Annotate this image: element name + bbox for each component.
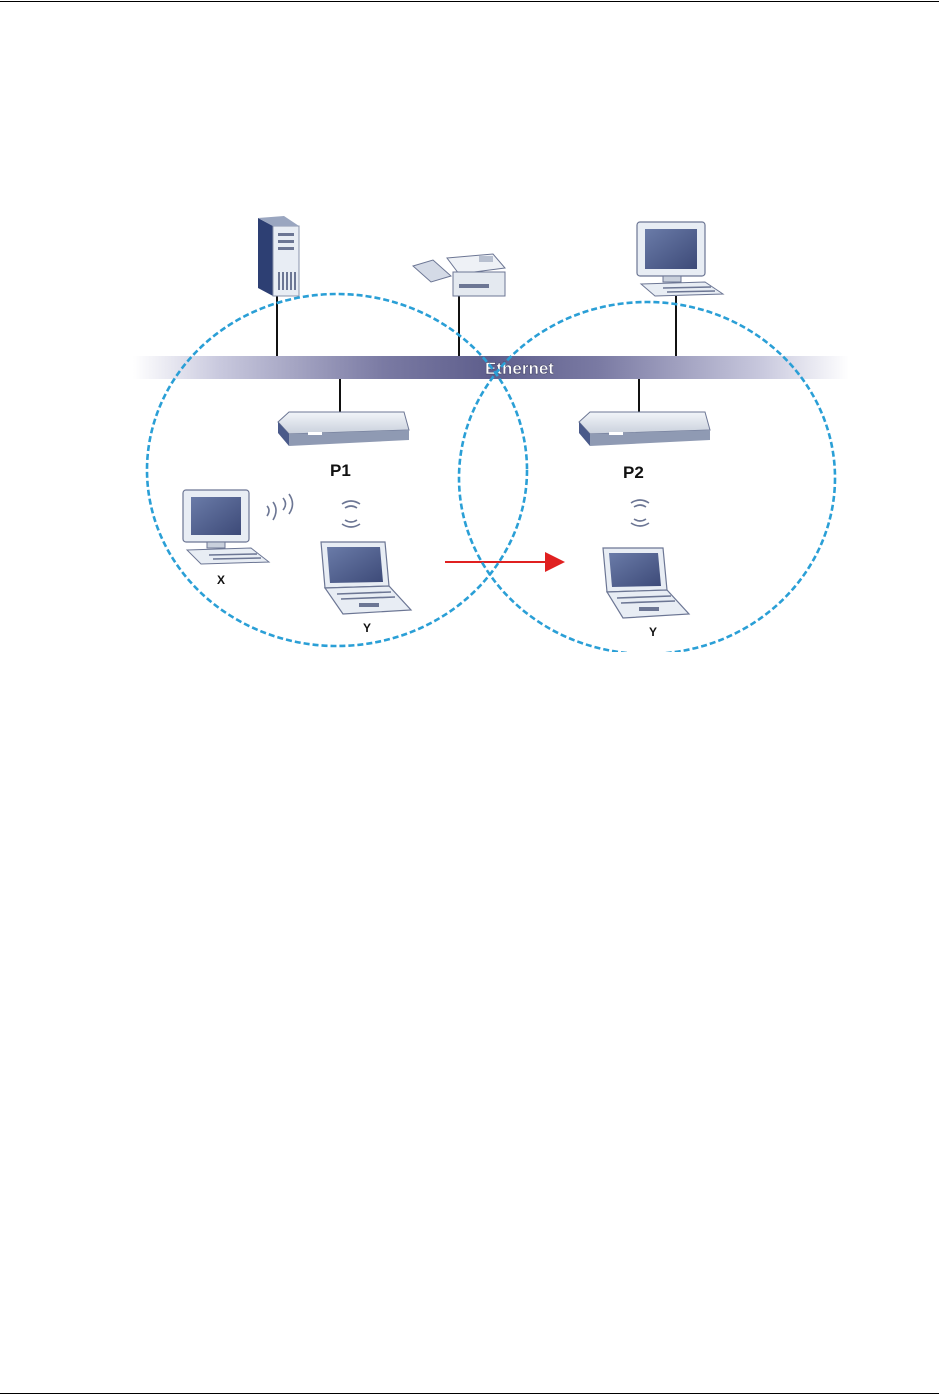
roaming-diagram: Ethernet P1 xyxy=(133,216,849,652)
footer-rule xyxy=(0,1393,939,1394)
wireless-signal-icon-y1 xyxy=(342,501,360,527)
network-cables xyxy=(277,296,676,412)
station-x-label: X xyxy=(217,573,225,587)
ethernet-label: Ethernet xyxy=(485,359,554,378)
station-y-label-p2: Y xyxy=(649,625,657,639)
access-point-p1 xyxy=(278,412,409,446)
desktop-computer-icon xyxy=(637,222,723,296)
server-tower-icon xyxy=(258,216,299,296)
access-point-p2 xyxy=(579,412,710,446)
ap-p2-label: P2 xyxy=(623,463,644,482)
ap-p1-label: P1 xyxy=(330,461,351,480)
wireless-signal-icon-y2 xyxy=(631,500,649,526)
header-rule xyxy=(0,1,939,2)
printer-icon xyxy=(413,254,505,296)
station-y-roamed-laptop-icon xyxy=(603,548,689,618)
station-y-label-p1: Y xyxy=(363,621,371,635)
station-y-laptop-icon xyxy=(321,542,411,614)
station-x-desktop-icon xyxy=(183,490,269,564)
wireless-signal-icon-x xyxy=(267,494,293,520)
